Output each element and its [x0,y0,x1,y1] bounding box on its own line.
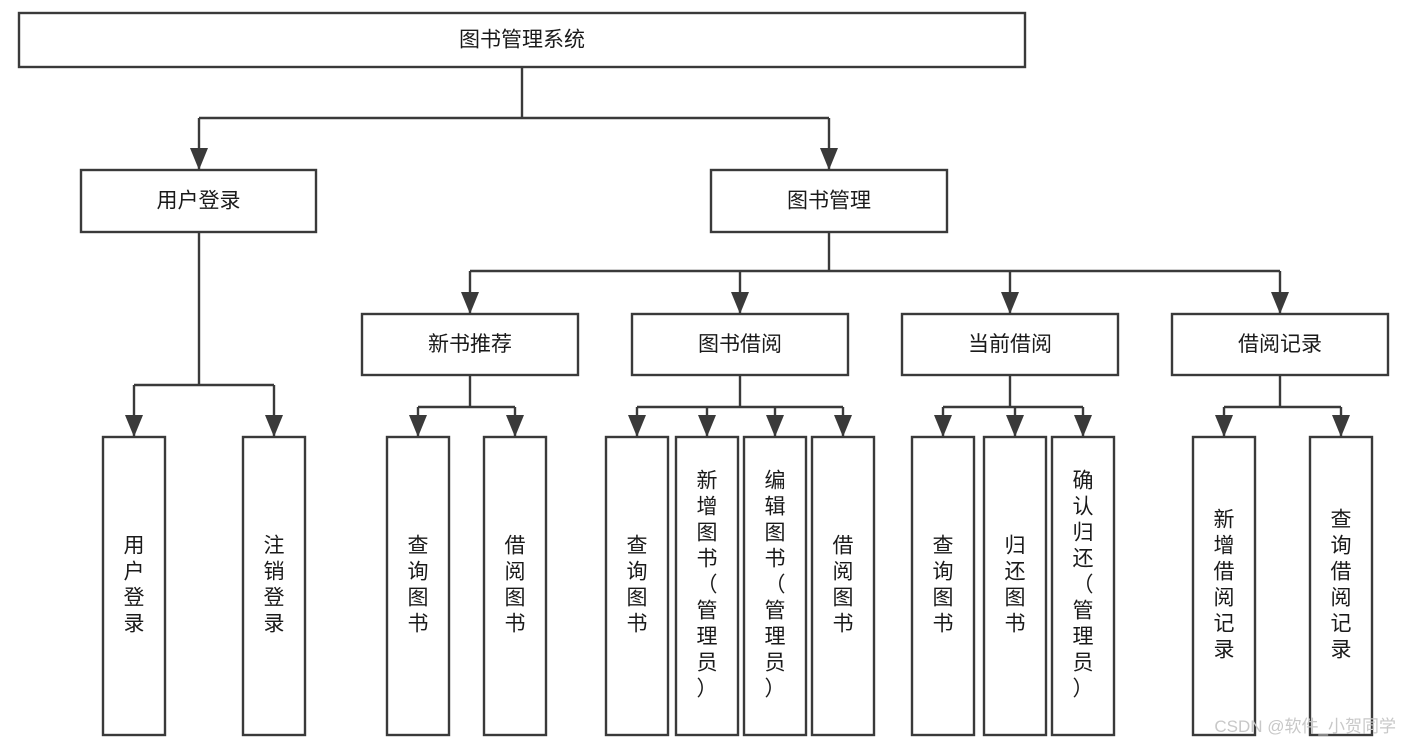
node-box-leaf-query-book-recommend[interactable] [385,435,451,737]
node-box-leaf-borrow-book[interactable] [810,435,876,737]
node-box-leaf-add-borrow-record[interactable] [1191,435,1257,737]
node-label-book-manage: 图书管理 [787,190,871,213]
node-label-leaf-borrow-book-recommend: 借阅图书 [505,535,526,636]
node-borrow-record[interactable]: 借阅记录 [1170,312,1390,377]
node-box-book-manage[interactable] [709,168,949,234]
arrow-head-icon [1001,292,1019,314]
node-label-leaf-user-login: 用户登录 [124,535,145,636]
node-leaf-edit-book-admin[interactable]: 编辑图书（管理员） [742,435,808,737]
node-leaf-borrow-book-recommend[interactable]: 借阅图书 [482,435,548,737]
node-box-borrow-record[interactable] [1170,312,1390,377]
node-leaf-add-borrow-record[interactable]: 新增借阅记录 [1191,435,1257,737]
node-box-leaf-query-book-borrow[interactable] [604,435,670,737]
arrow-head-icon [1271,292,1289,314]
node-leaf-return-book[interactable]: 归还图书 [982,435,1048,737]
node-label-leaf-query-book-current: 查询图书 [933,535,954,636]
arrow-head-icon [820,148,838,170]
node-label-user-login: 用户登录 [157,190,241,213]
arrow-head-icon [628,415,646,437]
node-label-book-borrow: 图书借阅 [698,333,782,356]
node-box-new-book-recommend[interactable] [360,312,580,377]
node-label-leaf-query-book-recommend: 查询图书 [408,535,429,636]
arrow-head-icon [934,415,952,437]
connector-layer [125,67,1350,437]
node-label-leaf-query-book-borrow: 查询图书 [627,535,648,636]
node-label-leaf-logout: 注销登录 [264,535,285,636]
arrow-head-icon [766,415,784,437]
node-leaf-query-book-recommend[interactable]: 查询图书 [385,435,451,737]
node-label-leaf-confirm-return-admin: 确认归还（管理员） [1073,470,1094,701]
node-leaf-add-book-admin[interactable]: 新增图书（管理员） [674,435,740,737]
node-label-borrow-record: 借阅记录 [1238,333,1322,356]
node-box-leaf-return-book[interactable] [982,435,1048,737]
node-box-leaf-edit-book-admin[interactable] [742,435,808,737]
arrow-head-icon [506,415,524,437]
node-label-leaf-add-borrow-record: 新增借阅记录 [1214,509,1235,662]
node-label-current-borrow: 当前借阅 [968,333,1052,356]
node-user-login[interactable]: 用户登录 [79,168,318,234]
node-label-new-book-recommend: 新书推荐 [428,333,512,356]
node-leaf-confirm-return-admin[interactable]: 确认归还（管理员） [1050,435,1116,737]
node-label-leaf-return-book: 归还图书 [1005,535,1026,636]
node-box-root[interactable] [17,11,1027,69]
node-leaf-query-book-current[interactable]: 查询图书 [910,435,976,737]
node-label-root: 图书管理系统 [459,29,585,52]
node-layer: 图书管理系统用户登录图书管理新书推荐图书借阅当前借阅借阅记录用户登录注销登录查询… [17,11,1390,737]
node-leaf-borrow-book[interactable]: 借阅图书 [810,435,876,737]
node-box-current-borrow[interactable] [900,312,1120,377]
arrow-head-icon [265,415,283,437]
arrow-head-icon [1006,415,1024,437]
node-leaf-query-borrow-record[interactable]: 查询借阅记录 [1308,435,1374,737]
arrow-head-icon [125,415,143,437]
arrow-head-icon [1332,415,1350,437]
arrow-head-icon [698,415,716,437]
node-box-user-login[interactable] [79,168,318,234]
node-box-leaf-query-book-current[interactable] [910,435,976,737]
arrow-head-icon [190,148,208,170]
node-leaf-logout[interactable]: 注销登录 [241,435,307,737]
node-box-leaf-add-book-admin[interactable] [674,435,740,737]
node-label-leaf-add-book-admin: 新增图书（管理员） [697,470,718,701]
node-label-leaf-query-borrow-record: 查询借阅记录 [1331,509,1352,662]
node-root[interactable]: 图书管理系统 [17,11,1027,69]
arrow-head-icon [1215,415,1233,437]
node-book-manage[interactable]: 图书管理 [709,168,949,234]
node-label-leaf-edit-book-admin: 编辑图书（管理员） [765,470,786,701]
node-leaf-query-book-borrow[interactable]: 查询图书 [604,435,670,737]
csdn-watermark: CSDN @软件_小贺同学 [1214,717,1396,736]
node-box-leaf-borrow-book-recommend[interactable] [482,435,548,737]
node-current-borrow[interactable]: 当前借阅 [900,312,1120,377]
node-label-leaf-borrow-book: 借阅图书 [833,535,854,636]
node-box-book-borrow[interactable] [630,312,850,377]
arrow-head-icon [834,415,852,437]
arrow-head-icon [1074,415,1092,437]
node-box-leaf-user-login[interactable] [101,435,167,737]
node-leaf-user-login[interactable]: 用户登录 [101,435,167,737]
node-box-leaf-confirm-return-admin[interactable] [1050,435,1116,737]
arrow-head-icon [461,292,479,314]
arrow-head-icon [409,415,427,437]
node-box-leaf-logout[interactable] [241,435,307,737]
arrow-head-icon [731,292,749,314]
node-new-book-recommend[interactable]: 新书推荐 [360,312,580,377]
node-box-leaf-query-borrow-record[interactable] [1308,435,1374,737]
node-book-borrow[interactable]: 图书借阅 [630,312,850,377]
